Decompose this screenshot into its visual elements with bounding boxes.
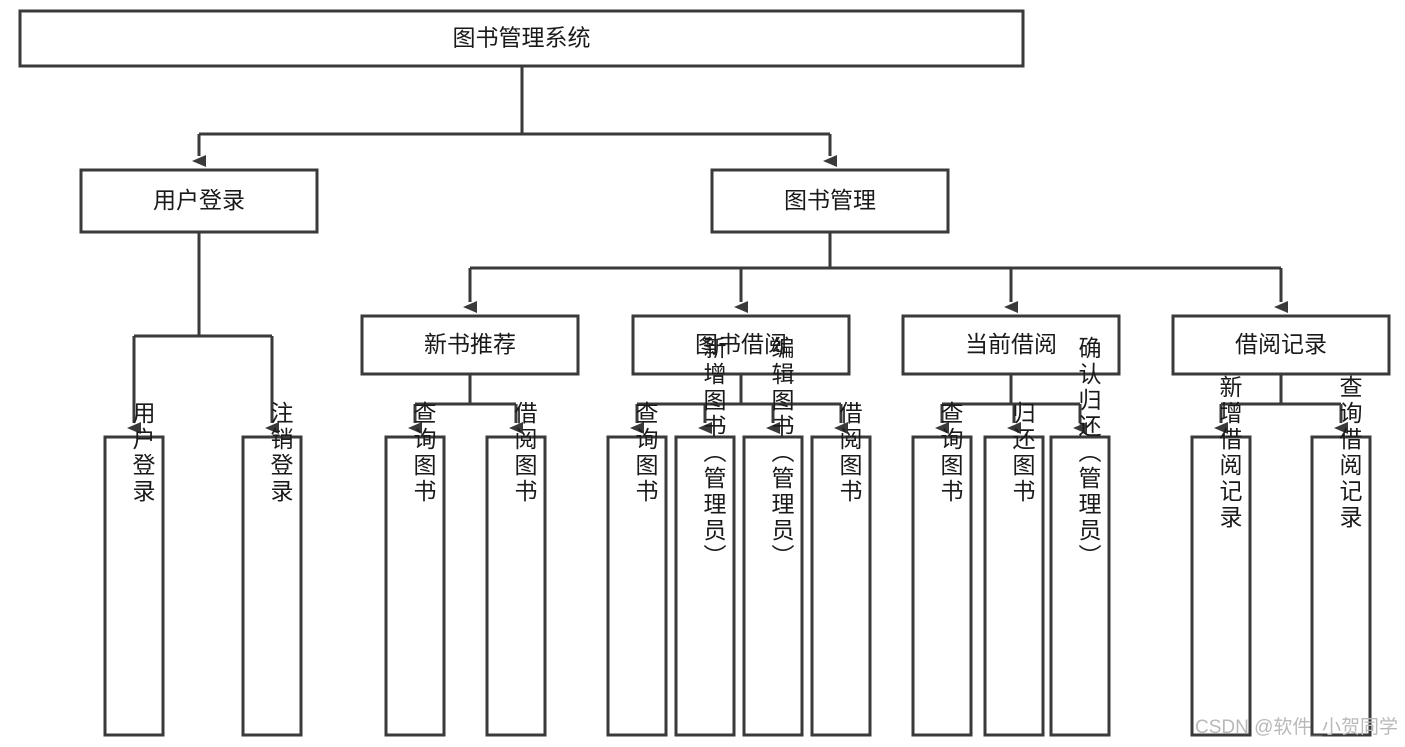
node-leaf-logout[interactable]: 注销登录 <box>241 401 303 737</box>
node-label-leaf-logout: 注销登录 <box>267 401 294 505</box>
node-label-leaf-edit-book: 编辑图书（管理员） <box>768 336 795 570</box>
node-box-leaf-query-book-rec[interactable] <box>384 435 446 737</box>
node-leaf-query-book-cur[interactable]: 查询图书 <box>911 401 973 737</box>
node-label-root: 图书管理系统 <box>453 25 591 51</box>
node-leaf-query-book-rec[interactable]: 查询图书 <box>384 401 446 737</box>
node-label-leaf-user-login: 用户登录 <box>129 401 156 505</box>
node-box-leaf-add-book[interactable] <box>674 435 736 737</box>
node-label-user-login: 用户登录 <box>153 187 245 213</box>
node-box-root[interactable] <box>18 9 1025 68</box>
node-box-leaf-query-record[interactable] <box>1310 435 1372 737</box>
node-label-leaf-confirm-return: 确认归还（管理员） <box>1075 336 1102 570</box>
node-leaf-add-record[interactable]: 新增借阅记录 <box>1190 375 1252 737</box>
node-label-book-borrow: 图书借阅 <box>695 331 787 357</box>
node-leaf-user-login[interactable]: 用户登录 <box>103 401 165 737</box>
node-box-leaf-user-login[interactable] <box>103 435 165 737</box>
node-leaf-add-book[interactable]: 新增图书（管理员） <box>674 336 736 737</box>
node-leaf-borrow-book[interactable]: 借阅图书 <box>810 401 872 737</box>
node-leaf-confirm-return[interactable]: 确认归还（管理员） <box>1049 336 1111 737</box>
node-box-leaf-edit-book[interactable] <box>742 435 804 737</box>
node-label-leaf-add-record: 新增借阅记录 <box>1216 375 1243 531</box>
node-label-leaf-borrow-book-rec: 借阅图书 <box>511 401 538 505</box>
node-label-new-book-rec: 新书推荐 <box>424 331 516 357</box>
node-label-leaf-query-book-borrow: 查询图书 <box>632 401 659 505</box>
node-box-current-borrow[interactable] <box>901 314 1121 376</box>
node-label-leaf-return-book: 归还图书 <box>1009 401 1036 505</box>
node-label-book-manage: 图书管理 <box>784 187 876 213</box>
node-layer: 图书管理系统用户登录图书管理新书推荐图书借阅当前借阅借阅记录用户登录注销登录查询… <box>18 9 1391 737</box>
node-label-leaf-add-book: 新增图书（管理员） <box>700 336 727 570</box>
node-box-leaf-query-book-cur[interactable] <box>911 435 973 737</box>
node-borrow-record[interactable]: 借阅记录 <box>1171 314 1391 376</box>
node-new-book-rec[interactable]: 新书推荐 <box>360 314 580 376</box>
node-box-new-book-rec[interactable] <box>360 314 580 376</box>
node-user-login[interactable]: 用户登录 <box>79 168 319 234</box>
node-box-book-manage[interactable] <box>710 168 950 234</box>
node-box-leaf-borrow-book[interactable] <box>810 435 872 737</box>
csdn-watermark: CSDN @软件_小贺同学 <box>1195 716 1398 738</box>
node-box-book-borrow[interactable] <box>631 314 851 376</box>
node-label-leaf-query-book-rec: 查询图书 <box>410 401 437 505</box>
node-box-leaf-add-record[interactable] <box>1190 435 1252 737</box>
node-box-leaf-return-book[interactable] <box>983 435 1045 737</box>
node-leaf-borrow-book-rec[interactable]: 借阅图书 <box>485 401 547 737</box>
connector-layer <box>127 66 1348 434</box>
node-root[interactable]: 图书管理系统 <box>18 9 1025 68</box>
node-label-leaf-borrow-book: 借阅图书 <box>836 401 863 505</box>
node-box-leaf-query-book-borrow[interactable] <box>606 435 668 737</box>
node-leaf-query-record[interactable]: 查询借阅记录 <box>1310 375 1372 737</box>
node-leaf-query-book-borrow[interactable]: 查询图书 <box>606 401 668 737</box>
node-label-leaf-query-record: 查询借阅记录 <box>1336 375 1363 531</box>
node-box-user-login[interactable] <box>79 168 319 234</box>
node-book-borrow[interactable]: 图书借阅 <box>631 314 851 376</box>
node-book-manage[interactable]: 图书管理 <box>710 168 950 234</box>
node-box-leaf-confirm-return[interactable] <box>1049 435 1111 737</box>
node-label-borrow-record: 借阅记录 <box>1235 331 1327 357</box>
node-box-leaf-logout[interactable] <box>241 435 303 737</box>
node-leaf-return-book[interactable]: 归还图书 <box>983 401 1045 737</box>
node-label-current-borrow: 当前借阅 <box>965 331 1057 357</box>
node-box-borrow-record[interactable] <box>1171 314 1391 376</box>
node-label-leaf-query-book-cur: 查询图书 <box>937 401 964 505</box>
node-box-leaf-borrow-book-rec[interactable] <box>485 435 547 737</box>
node-leaf-edit-book[interactable]: 编辑图书（管理员） <box>742 336 804 737</box>
node-current-borrow[interactable]: 当前借阅 <box>901 314 1121 376</box>
